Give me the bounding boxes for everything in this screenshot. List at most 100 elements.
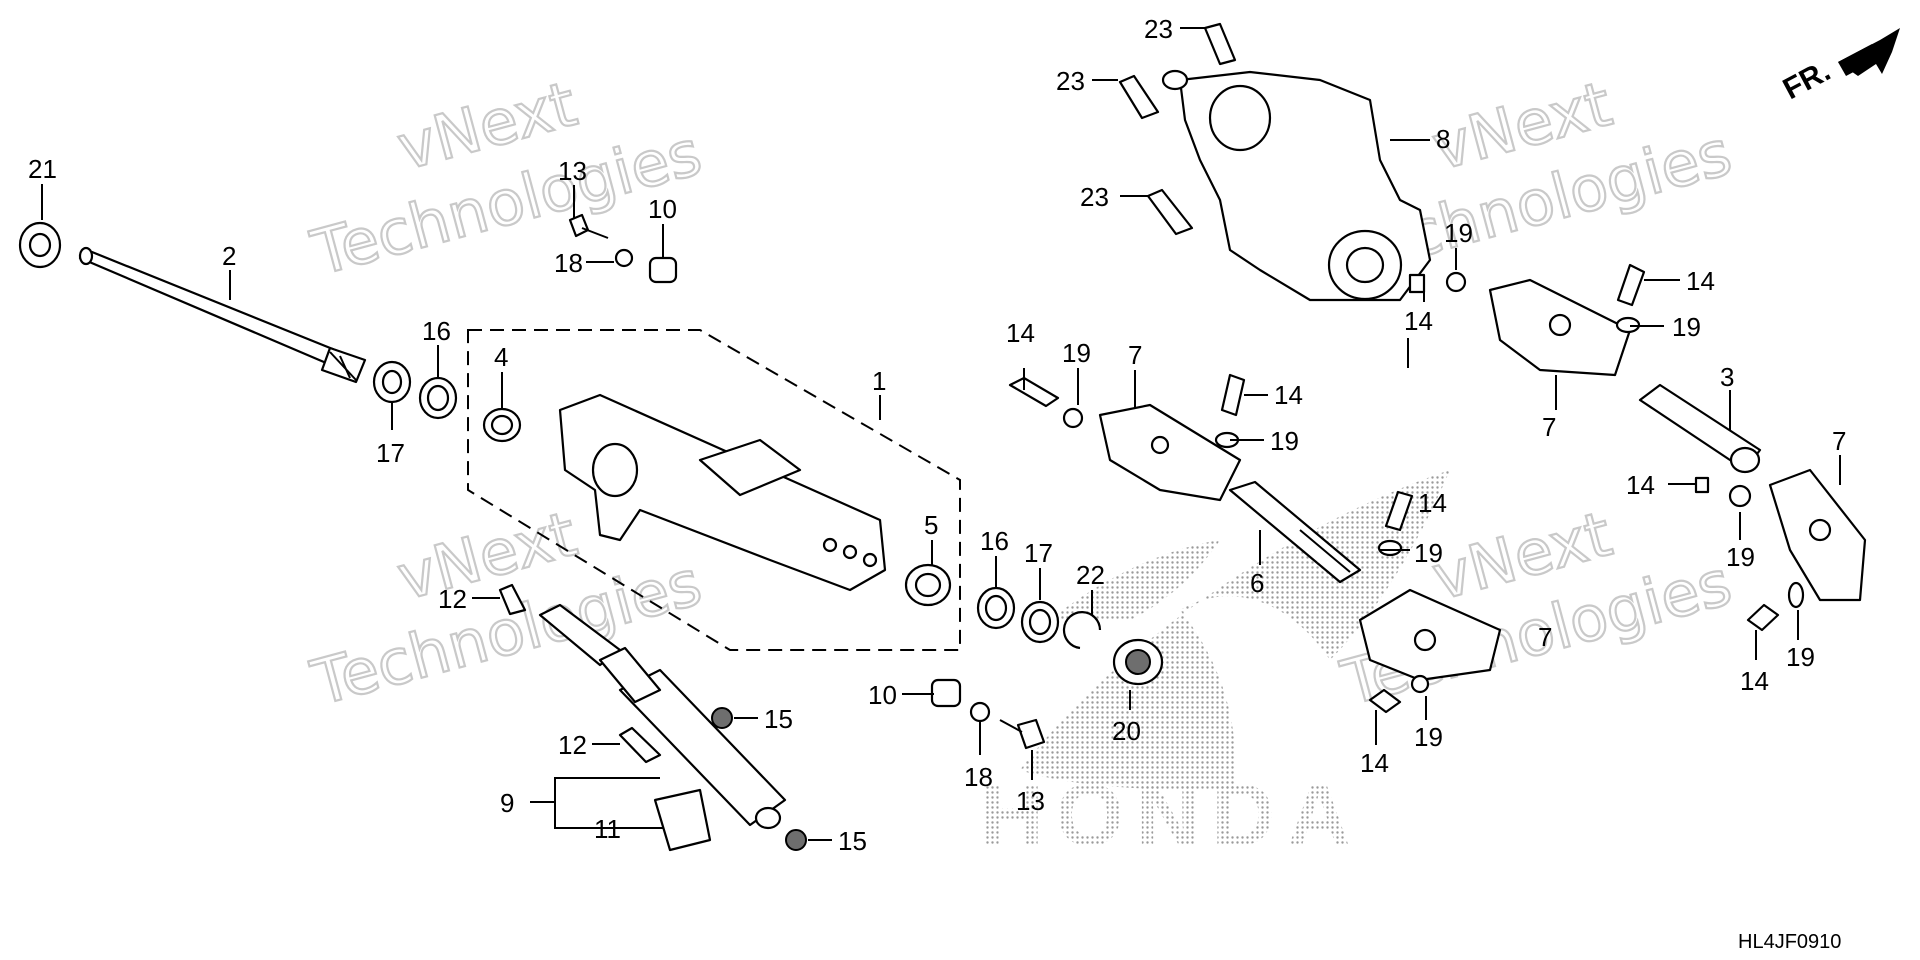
part-7-universal-joint <box>1358 588 1502 682</box>
callout-2: 2 <box>222 241 236 271</box>
part-10-collar-upper <box>648 256 678 284</box>
callout-15: 15 <box>764 704 793 734</box>
part-19-washer <box>1787 581 1805 609</box>
part-14-bolt <box>1616 263 1646 307</box>
part-12-bolt <box>498 583 527 616</box>
part-15-nut <box>711 707 733 729</box>
part-13-bolt-lower <box>999 718 1046 750</box>
part-1-column-housing <box>558 393 887 592</box>
callout-13: 13 <box>558 156 587 186</box>
callout-11: 11 <box>594 814 621 844</box>
callout-19: 19 <box>1726 542 1755 572</box>
callout-10: 10 <box>648 194 677 224</box>
part-8-eps-unit <box>1161 69 1432 302</box>
callout-1: 1 <box>872 366 886 396</box>
callout-18: 18 <box>964 762 993 792</box>
callout-14: 14 <box>1418 488 1447 518</box>
callout-7: 7 <box>1538 622 1552 652</box>
part-18-washer-upper <box>614 248 634 268</box>
callout-18: 18 <box>554 248 583 278</box>
part-14-bolt <box>1746 603 1780 632</box>
part-7-universal-joint <box>1768 468 1867 602</box>
callout-19: 19 <box>1444 218 1473 248</box>
callout-20: 20 <box>1112 716 1141 746</box>
part-7-universal-joint <box>1488 278 1632 377</box>
part-20-bushing <box>1112 638 1164 686</box>
callout-14: 14 <box>1006 318 1035 348</box>
callout-23: 23 <box>1056 66 1085 96</box>
part-18-washer-lower <box>969 701 991 723</box>
callout-10: 10 <box>868 680 897 710</box>
part-9-steering-damper <box>538 603 787 830</box>
part-10-collar-lower <box>930 678 962 708</box>
callout-3: 3 <box>1720 362 1734 392</box>
part-2-steering-shaft <box>78 246 367 384</box>
honda-logo-text: HONDA <box>980 765 1363 864</box>
callout-14: 14 <box>1274 380 1303 410</box>
assembly-1-outline <box>467 329 961 651</box>
callout-16: 16 <box>980 526 1009 556</box>
callout-8: 8 <box>1436 124 1450 154</box>
callout-7: 7 <box>1128 340 1142 370</box>
callout-5: 5 <box>924 510 938 540</box>
part-14-bolt <box>1408 273 1426 294</box>
callout-19: 19 <box>1786 642 1815 672</box>
part-15-nut <box>785 829 807 851</box>
part-23-bolt <box>1203 22 1237 66</box>
callout-17: 17 <box>376 438 405 468</box>
part-5-bushing <box>904 563 952 607</box>
callout-19: 19 <box>1062 338 1091 368</box>
callout-23: 23 <box>1144 14 1173 44</box>
part-4-bushing <box>482 407 522 443</box>
part-19-washer <box>1377 539 1403 557</box>
part-13-bolt-upper <box>568 213 609 239</box>
part-23-bolt <box>1118 74 1160 120</box>
callout-22: 22 <box>1076 560 1105 590</box>
callout-19: 19 <box>1270 426 1299 456</box>
part-19-washer <box>1445 271 1467 293</box>
part-19-washer <box>1410 674 1430 694</box>
callout-labels: 21 2 17 16 4 13 18 10 1 5 16 17 22 20 10… <box>28 14 1846 856</box>
part-12-bolt <box>618 726 662 764</box>
callout-9: 9 <box>500 788 514 818</box>
callout-6: 6 <box>1250 568 1264 598</box>
honda-wing-logo: HONDA <box>980 470 1450 864</box>
part-14-bolt <box>1384 490 1414 532</box>
callout-14: 14 <box>1686 266 1715 296</box>
part-11-label <box>653 788 712 852</box>
part-7-universal-joint <box>1098 403 1242 502</box>
callout-14: 14 <box>1740 666 1769 696</box>
callout-7: 7 <box>1832 426 1846 456</box>
callout-23: 23 <box>1080 182 1109 212</box>
part-14-bolt <box>1368 688 1402 714</box>
callout-15: 15 <box>838 826 867 856</box>
callout-14: 14 <box>1626 470 1655 500</box>
callout-19: 19 <box>1414 538 1443 568</box>
callout-14: 14 <box>1360 748 1389 778</box>
front-direction-arrow: FR. <box>1778 28 1900 106</box>
callout-4: 4 <box>494 342 508 372</box>
callout-16: 16 <box>422 316 451 346</box>
part-6-intermediate-shaft <box>1228 480 1362 584</box>
callout-13: 13 <box>1016 786 1045 816</box>
callout-19: 19 <box>1672 312 1701 342</box>
callout-19: 19 <box>1414 722 1443 752</box>
part-19-washer <box>1728 484 1752 508</box>
callout-7: 7 <box>1542 412 1556 442</box>
callout-12: 12 <box>438 584 467 614</box>
part-22-circlip <box>1062 611 1102 650</box>
part-14-bolt <box>1694 476 1710 494</box>
leader-lines <box>41 27 1841 841</box>
part-14-bolt <box>1008 376 1060 408</box>
part-23-bolt <box>1146 188 1194 236</box>
part-3-spline-shaft <box>1638 383 1762 474</box>
callout-21: 21 <box>28 154 57 184</box>
part-19-washer <box>1062 407 1084 429</box>
part-14-bolt <box>1220 373 1246 417</box>
front-label: FR. <box>1778 54 1836 106</box>
callout-14: 14 <box>1404 306 1433 336</box>
part-21-bushing <box>18 221 62 269</box>
diagram-code: HL4JF0910 <box>1738 931 1841 953</box>
callout-12: 12 <box>558 730 587 760</box>
